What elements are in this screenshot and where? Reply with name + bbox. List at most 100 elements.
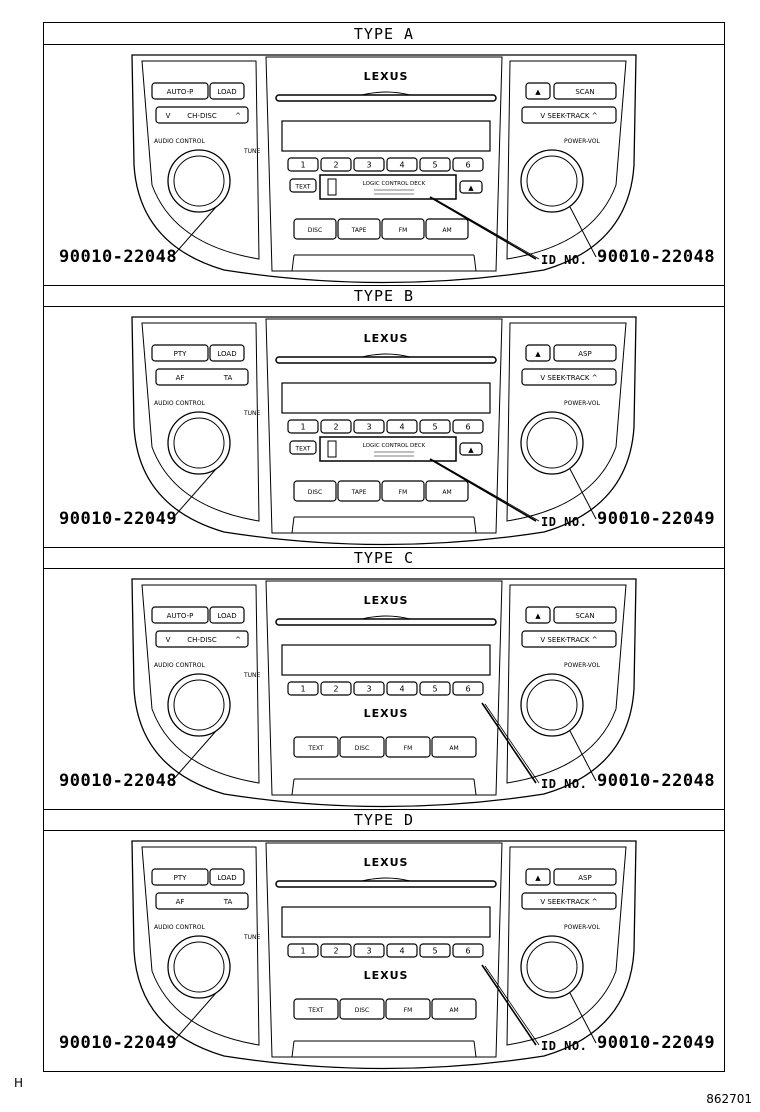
left-top-button-1: AUTO-P [151,82,209,100]
preset-button-6-outline [452,419,484,434]
bottom-button-disc-label: DISC [308,227,322,234]
left-top-button-2-outline [209,868,245,886]
bottom-button-fm-label: FM [404,745,413,752]
left-top-button-1-outline [151,344,209,362]
right-top-button-label: SCAN [575,612,594,620]
preset-button-4: 4 [386,419,418,434]
eject-button-outline [525,82,551,100]
audio-control-label: AUDIO CONTROL [154,400,205,407]
deck-eject-button-label: ▲ [468,184,474,192]
preset-button-1: 1 [287,419,319,434]
brand-logo: LEXUS [364,856,409,869]
preset-button-2-label: 2 [333,685,338,694]
seek-track-rocker-label: V SEEK-TRACK ^ [540,636,597,644]
id-leader-line [429,196,537,260]
right-leader-line [569,206,597,258]
af-label: AF [176,898,185,906]
bottom-button-fm: FM [385,998,431,1020]
right-top-button-label: ASP [578,874,591,882]
tune-label: TUNE [243,148,261,155]
seek-track-rocker-outline [521,630,617,648]
text-button: TEXT [289,178,317,193]
seek-track-rocker: V SEEK-TRACK ^ [521,368,617,386]
left-wing [141,584,260,784]
cd-slot-lip [361,91,411,96]
id-leader-line-inner [432,197,540,260]
preset-button-3-outline [353,943,385,958]
preset-button-6-outline [452,681,484,696]
left-top-button-2: LOAD [209,344,245,362]
center-face [265,318,503,534]
tune-label: TUNE [243,672,261,679]
brand-logo: LEXUS [364,332,409,345]
sill-left [291,778,295,796]
volume-knob [526,155,578,207]
tune-label: TUNE [243,410,261,417]
id-leader-line [429,458,537,522]
left-part-number: 90010-22048 [59,771,178,791]
bottom-button-disc-outline [339,736,385,758]
deck-eject-button-outline [459,180,483,194]
bottom-button-tape-outline [337,480,381,502]
bottom-button-disc: DISC [339,736,385,758]
right-wing [506,584,627,784]
right-wing [506,846,627,1046]
rocker-center-label: CH-DISC [187,636,217,644]
rocker-center-label: CH-DISC [187,112,217,120]
seek-track-rocker: V SEEK-TRACK ^ [521,892,617,910]
preset-button-3-outline [353,419,385,434]
preset-button-5: 5 [419,681,451,696]
bottom-button-am-label: AM [442,227,451,234]
preset-button-5-outline [419,157,451,172]
bottom-button-disc-label: DISC [355,1007,369,1014]
seek-track-rocker-outline [521,106,617,124]
deck-eject-button-outline [459,442,483,456]
preset-button-2-outline [320,419,352,434]
bottom-button-text-label: TEXT [307,1007,323,1014]
preset-button-2-label: 2 [333,161,338,170]
preset-button-1-label: 1 [300,161,305,170]
preset-button-2: 2 [320,157,352,172]
deck-eject-button-label: ▲ [468,446,474,454]
left-part-number: 90010-22049 [59,1033,178,1053]
preset-button-4-label: 4 [399,423,404,432]
bottom-button-disc-label: DISC [355,745,369,752]
bottom-button-disc-outline [293,480,337,502]
id-leader-line [481,964,537,1046]
rocker-down-label: V [166,636,171,644]
preset-button-5-outline [419,419,451,434]
preset-button-4-outline [386,419,418,434]
rocker-down-label: V [166,112,171,120]
left-wing [141,60,260,260]
bottom-button-am: AM [431,998,477,1020]
section-title: TYPE C [44,547,724,569]
bottom-button-fm: FM [385,736,431,758]
preset-button-5-label: 5 [432,947,437,956]
text-button: TEXT [289,440,317,455]
right-top-button: SCAN [553,82,617,100]
left-top-button-2-outline [209,82,245,100]
bottom-button-tape-outline [337,218,381,240]
seek-track-rocker-label: V SEEK-TRACK ^ [540,374,597,382]
preset-button-2-label: 2 [333,947,338,956]
left-top-button-1-label: PTY [174,350,187,358]
center-face [265,842,503,1058]
preset-button-6-outline [452,157,484,172]
right-top-button-label: SCAN [575,88,594,96]
preset-button-3-outline [353,681,385,696]
preset-button-3-label: 3 [366,947,371,956]
preset-button-1-label: 1 [300,947,305,956]
section-divider [44,547,724,548]
right-wing [506,60,627,260]
id-leader-line-inner [484,703,540,784]
preset-button-6-label: 6 [465,161,470,170]
deck-eject-button: ▲ [459,442,483,456]
preset-button-6: 6 [452,157,484,172]
